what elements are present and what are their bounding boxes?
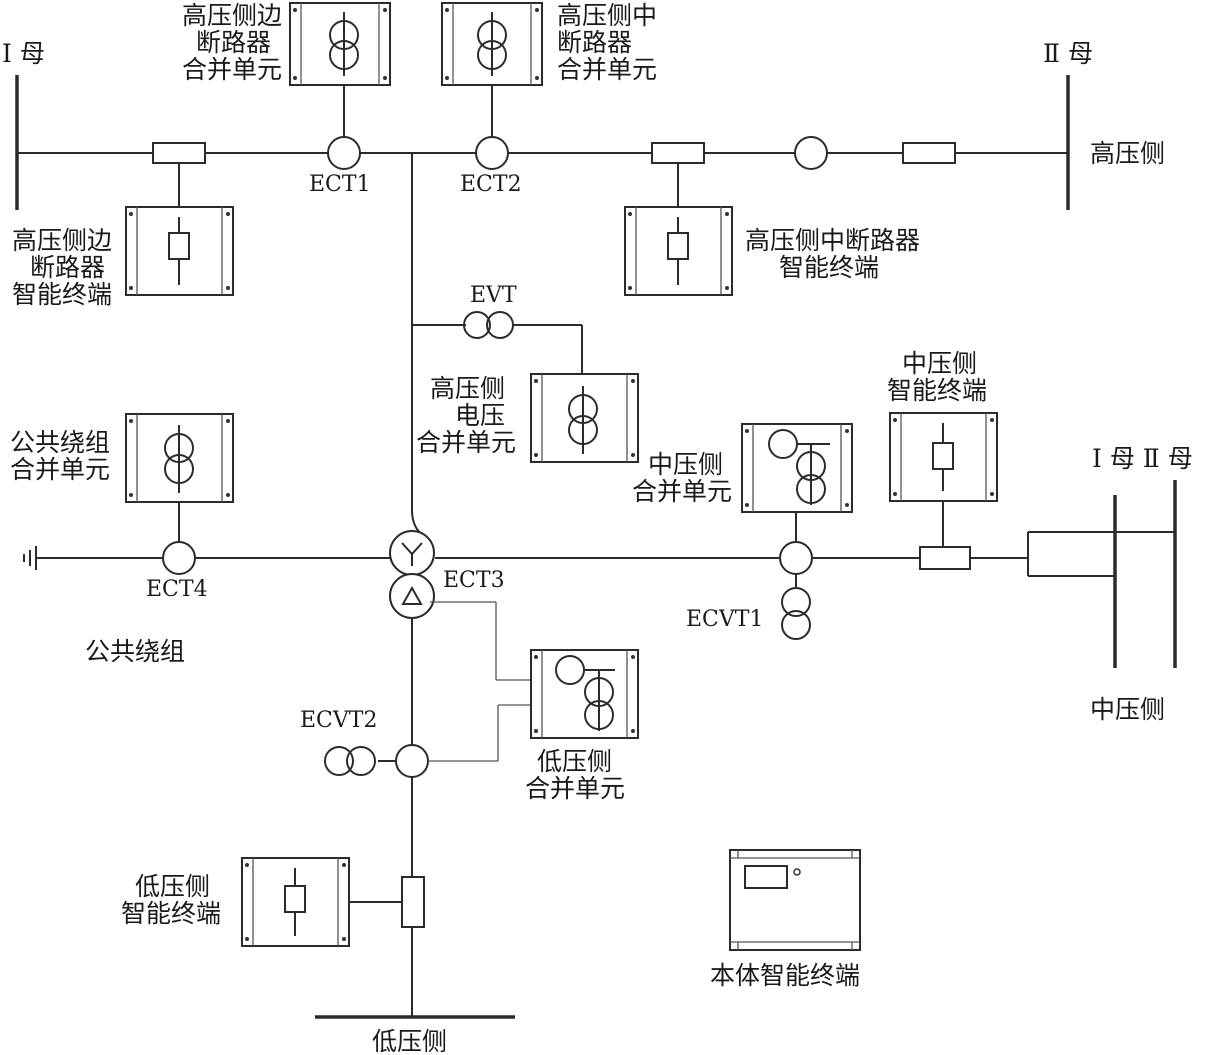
body-terminal: 本体智能终端 xyxy=(710,849,861,990)
lv-ct xyxy=(395,744,429,778)
hv-mid-breaker-mu: 高压侧中 断路器 合并单元 xyxy=(441,1,657,137)
evt-label: EVT xyxy=(470,283,517,308)
ground-icon xyxy=(23,546,37,570)
hv-voltage-mu-panel xyxy=(530,373,639,463)
svg-text:高压侧: 高压侧 xyxy=(430,374,505,403)
ect3-label: ECT3 xyxy=(443,568,505,593)
svg-text:合并单元: 合并单元 xyxy=(632,477,732,506)
svg-text:合并单元: 合并单元 xyxy=(182,55,282,84)
svg-text:智能终端: 智能终端 xyxy=(12,280,112,309)
delta-winding-icon xyxy=(389,573,435,619)
common-winding-label: 公共绕组 xyxy=(85,637,185,666)
ect2-label: ECT2 xyxy=(460,172,522,197)
hv-disconnector xyxy=(902,142,956,164)
relay-icon xyxy=(284,885,306,913)
svg-text:高压侧边: 高压侧边 xyxy=(12,226,112,255)
hv-side-label: 高压侧 xyxy=(1090,139,1165,168)
ect4-ct xyxy=(162,541,196,575)
svg-text:高压侧中: 高压侧中 xyxy=(557,1,657,30)
main-transformer: ECT3 xyxy=(389,530,505,619)
mv-mu: 中压侧 合并单元 xyxy=(632,423,853,542)
svg-text:合并单元: 合并单元 xyxy=(416,428,516,457)
svg-text:中压侧: 中压侧 xyxy=(648,450,723,479)
hv-bus-ii-label: Ⅱ 母 xyxy=(1043,39,1093,68)
svg-text:高压侧边: 高压侧边 xyxy=(182,1,282,30)
middle-line: ECT4 公共绕组 ECVT1 xyxy=(23,541,1028,666)
hv-side-breaker-mu-panel xyxy=(289,2,391,86)
svg-text:公共绕组: 公共绕组 xyxy=(10,428,110,457)
mv-terminal: 中压侧 智能终端 xyxy=(887,349,998,547)
relay-icon xyxy=(932,442,954,470)
hv-side-breaker-terminal: 高压侧边 断路器 智能终端 xyxy=(12,163,234,309)
lv-breaker xyxy=(401,876,425,928)
svg-text:智能终端: 智能终端 xyxy=(121,899,221,928)
ecvt1-coil-icon xyxy=(781,587,811,617)
ect2-ct xyxy=(475,136,509,170)
lv-side-label: 低压侧 xyxy=(372,1027,447,1055)
svg-text:断路器: 断路器 xyxy=(196,28,271,57)
svg-text:合并单元: 合并单元 xyxy=(10,455,110,484)
mv-bus-section: Ⅰ 母 Ⅱ 母 中压侧 xyxy=(1027,444,1193,724)
svg-text:低压侧: 低压侧 xyxy=(135,872,210,901)
ect1-label: ECT1 xyxy=(309,172,371,197)
body-terminal-label: 本体智能终端 xyxy=(710,961,860,990)
common-winding-mu: 公共绕组 合并单元 xyxy=(10,413,234,542)
svg-text:高压侧中断路器: 高压侧中断路器 xyxy=(745,226,920,255)
evt-coil-icon xyxy=(463,311,491,339)
svg-text:断路器: 断路器 xyxy=(30,253,105,282)
hv-side-breaker xyxy=(152,142,206,164)
svg-text:合并单元: 合并单元 xyxy=(557,55,657,84)
hv-trunk: EVT xyxy=(411,153,583,547)
svg-text:智能终端: 智能终端 xyxy=(779,253,879,282)
hv-mid-breaker xyxy=(651,142,705,164)
svg-text:断路器: 断路器 xyxy=(557,28,632,57)
hv-side-breaker-mu: 高压侧边 断路器 合并单元 xyxy=(182,1,391,137)
svg-text:电压: 电压 xyxy=(455,401,505,430)
lv-mu: 低压侧 合并单元 xyxy=(525,649,639,803)
ecvt2-label: ECVT2 xyxy=(300,708,377,733)
svg-text:合并单元: 合并单元 xyxy=(525,774,625,803)
mv-breaker xyxy=(919,546,971,570)
ecvt2-coil-icon xyxy=(324,746,354,776)
lv-terminal: 低压侧 智能终端 xyxy=(121,857,350,947)
hv-bus-section: ECT1 ECT2 Ⅰ 母 Ⅱ 母 高压侧 xyxy=(2,39,1165,210)
mv-bus-label: Ⅰ 母 Ⅱ 母 xyxy=(1092,444,1193,473)
ect1-ct xyxy=(327,136,361,170)
mv-ct xyxy=(779,541,813,575)
ecvt1-label: ECVT1 xyxy=(686,607,763,632)
hv-bus-i-label: Ⅰ 母 xyxy=(2,39,45,68)
hv-mid-breaker-terminal: 高压侧中断路器 智能终端 xyxy=(624,163,920,296)
svg-text:中压侧: 中压侧 xyxy=(902,349,977,378)
hv-voltage-mu: 高压侧 电压 合并单元 xyxy=(416,373,639,463)
relay-icon xyxy=(168,232,190,260)
svg-text:低压侧: 低压侧 xyxy=(537,747,612,776)
lv-section: 低压侧 ECVT2 xyxy=(300,601,531,1055)
svg-text:智能终端: 智能终端 xyxy=(887,376,987,405)
hv-ct xyxy=(794,136,828,170)
mv-side-label: 中压侧 xyxy=(1090,695,1165,724)
relay-icon xyxy=(667,232,689,260)
ect4-label: ECT4 xyxy=(146,577,208,602)
display-icon xyxy=(744,865,788,889)
